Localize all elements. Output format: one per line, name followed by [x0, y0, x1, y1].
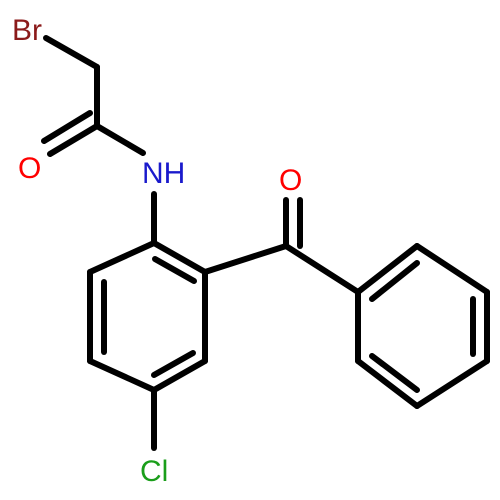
- atom-o-amide-label: O: [18, 152, 41, 185]
- ring-a-c4-c5: [87, 358, 157, 393]
- ring-b-c2-c3: [414, 243, 490, 295]
- ring-a-c3-c4: [151, 358, 208, 393]
- atom-br-label: Br: [12, 14, 42, 47]
- bonds: [41, 35, 490, 451]
- ring-a-inner-2: [151, 350, 196, 378]
- bond-carbonyl-n: [94, 123, 146, 156]
- atom-nh-label: NH: [142, 157, 185, 190]
- ring-b-c1-c2: [355, 243, 420, 295]
- ring-a-inner-1: [152, 256, 197, 284]
- bond-amide-c-o-1: [47, 123, 100, 157]
- bond-br-ch2: [43, 35, 100, 70]
- bond-amide-c-o-2: [41, 110, 93, 144]
- ring-b-c5-c6: [355, 358, 420, 409]
- ring-b-inner-1: [369, 260, 420, 302]
- bond-ring-ketone: [202, 243, 289, 275]
- atom-labels: Br O NH O Cl: [12, 14, 302, 488]
- ring-b-c4-c5: [414, 358, 490, 409]
- atom-o-ketone-label: O: [279, 164, 302, 197]
- ring-a-c1-c2: [151, 240, 208, 275]
- ring-a-c6-c1: [87, 240, 157, 275]
- ring-b-inner-3: [369, 353, 420, 393]
- bond-ketone-ringb: [283, 243, 361, 295]
- atom-cl-label: Cl: [140, 455, 168, 488]
